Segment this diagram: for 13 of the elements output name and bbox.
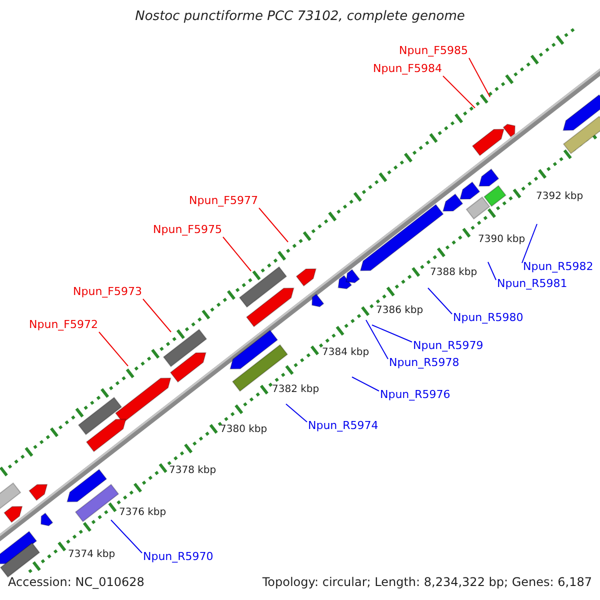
scale-label: 7378 kbp <box>169 464 216 478</box>
scale-label: 7376 kbp <box>119 506 166 520</box>
scale-label: 7392 kbp <box>536 190 584 204</box>
scale-label: 7390 kbp <box>478 233 526 247</box>
scale-label: 7384 kbp <box>322 346 370 360</box>
scale-label: 7380 kbp <box>220 423 268 437</box>
scale-label: 7388 kbp <box>430 266 478 280</box>
scale-label: 7386 kbp <box>376 304 424 318</box>
scale-label: 7382 kbp <box>272 383 320 397</box>
scale-label: 7374 kbp <box>68 548 116 562</box>
info-text: Accession: NC_010628 <box>8 575 144 589</box>
info-text: Topology: circular; Length: 8,234,322 bp; Genes: 6,187 <box>262 575 592 589</box>
title: Nostoc punctiforme PCC 73102, complete genome <box>134 10 466 24</box>
